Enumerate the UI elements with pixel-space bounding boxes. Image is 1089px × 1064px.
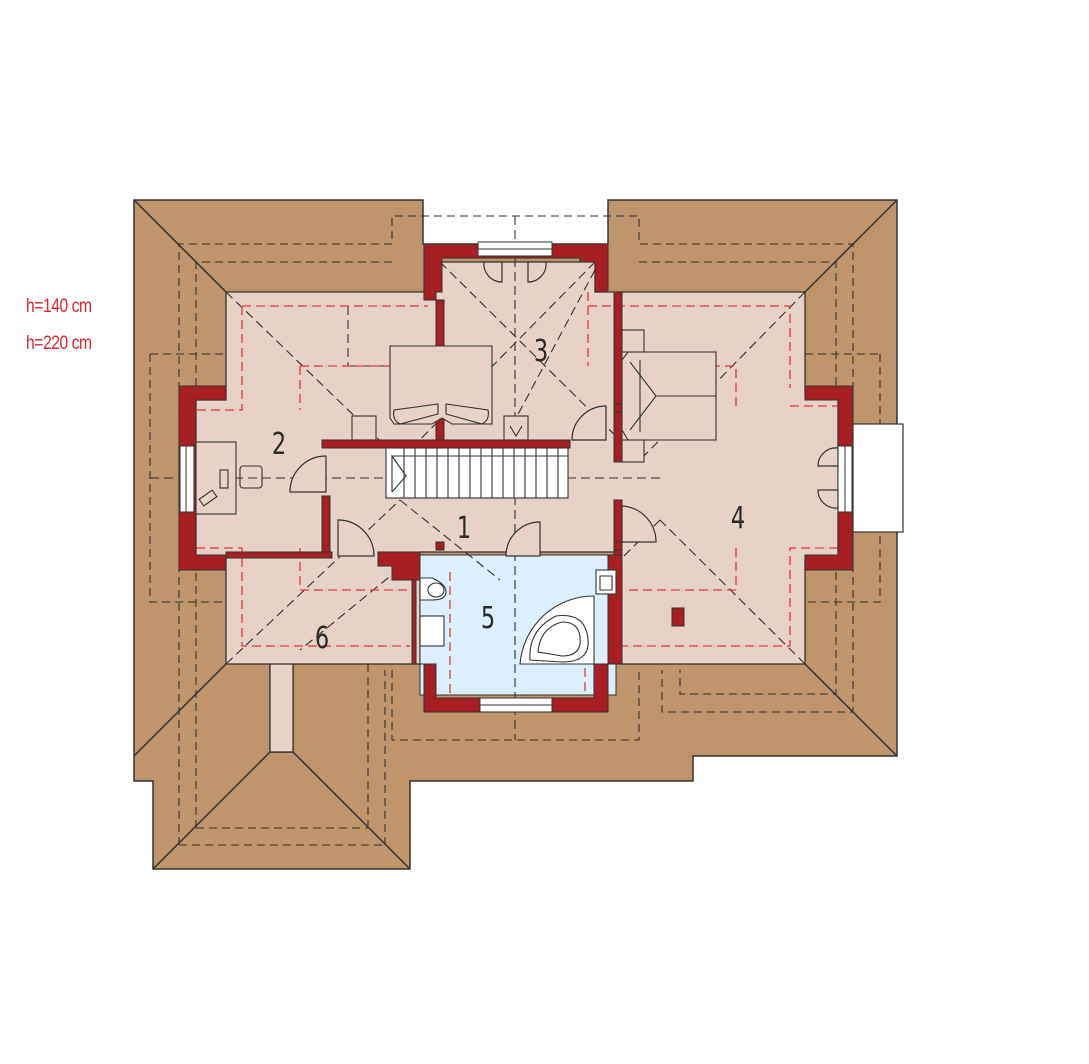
staircase bbox=[385, 447, 569, 499]
furniture bbox=[195, 329, 717, 665]
dormer-ridge bbox=[269, 651, 294, 753]
room-labels: 1 2 3 4 5 6 bbox=[272, 334, 745, 656]
room-number-3: 3 bbox=[534, 334, 548, 369]
legend-height-220: h=220 cm bbox=[26, 333, 92, 354]
room-number-4: 4 bbox=[731, 501, 745, 536]
room-number-5: 5 bbox=[481, 601, 495, 636]
room-number-2: 2 bbox=[272, 427, 286, 462]
legend-height-140: h=140 cm bbox=[26, 296, 92, 317]
room-number-1: 1 bbox=[457, 511, 471, 546]
balcony bbox=[852, 423, 904, 533]
windows bbox=[179, 241, 853, 713]
doors bbox=[289, 261, 839, 557]
roof-overhang-dashes bbox=[149, 215, 881, 846]
room-number-6: 6 bbox=[315, 621, 329, 656]
